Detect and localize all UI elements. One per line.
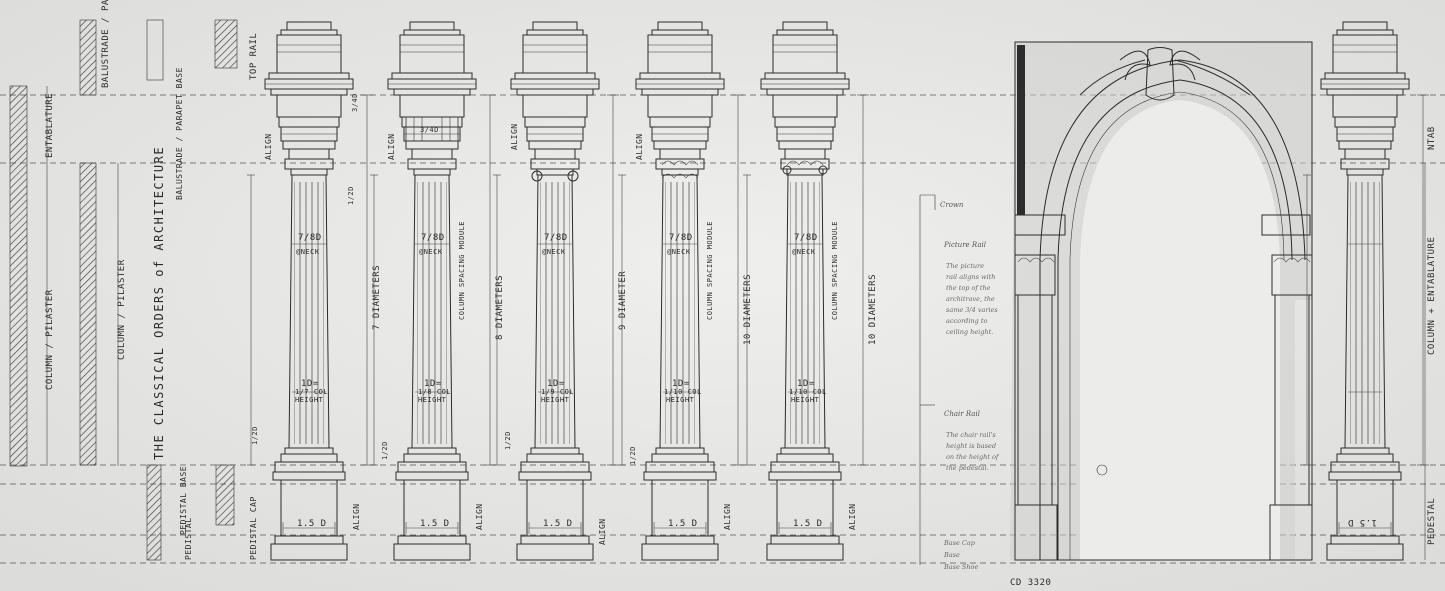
drawing-number: CD 3320 [1010, 578, 1051, 588]
height-word: HEIGHT [295, 396, 324, 404]
height-main: 1D= [424, 379, 442, 389]
height-frac: 1/10 COL [789, 388, 827, 396]
note-picture-rail-title: Picture Rail [943, 241, 986, 249]
three-quarter-label: 3/4D [351, 93, 359, 112]
note-picture-rail-line: according to [946, 317, 987, 325]
note-picture-rail-line: rail aligns with [946, 273, 995, 281]
height-main: 1D= [797, 379, 815, 389]
height-word: HEIGHT [418, 396, 447, 404]
neck-label: 7/8D [794, 233, 818, 243]
align-label: ALIGN [352, 503, 361, 530]
column-doric: 7/8D @NECK 1D= 1/8 COL HEIGHT 8 DIAMETER… [369, 21, 505, 561]
right-legend-pedestal: PEDESTAL [1427, 498, 1437, 545]
sheet-title: THE CLASSICAL ORDERS of ARCHITECTURE [152, 146, 166, 460]
height-main: 1D= [301, 379, 319, 389]
note-base-cap: Base Cap [943, 539, 976, 547]
align-label: ALIGN [475, 503, 484, 530]
half-d-label: 1/2D [347, 186, 355, 205]
align-label: ALIGN [598, 518, 607, 545]
column-right-partial: 1.5 D [1302, 21, 1430, 561]
width-label: 1.5 D [297, 519, 327, 529]
width-label: 1.5 D [543, 519, 573, 529]
legend-pedestal: PEDISTAL [184, 517, 193, 560]
diameters-label: 10 DIAMETERS [868, 274, 878, 345]
width-label: 1.5 D [420, 519, 450, 529]
height-frac: 1/9 COL [541, 388, 574, 396]
spacing-label: COLUMN SPACING MODULE [706, 221, 714, 320]
three-quarter-label: 3/4D [420, 126, 439, 134]
width-label: 1.5 D [668, 519, 698, 529]
note-picture-rail-line: the top of the [946, 284, 991, 292]
note-picture-rail-line: ceiling height. [946, 328, 993, 336]
legend-balustrade-parapet-base: BALUSTRADE / PARAPET BASE [175, 67, 184, 200]
legend-pedestal-cap: PEDISTAL CAP [249, 496, 258, 560]
note-base: Base [943, 551, 960, 559]
neck-label: 7/8D [544, 233, 568, 243]
diameters-label: 10 DIAMETERS [743, 274, 753, 345]
neck-label: 7/8D [669, 233, 693, 243]
note-chair-rail-line: the pedestal. [946, 464, 989, 472]
neck-note: @NECK [667, 248, 691, 256]
legend-column-pilaster-2: COLUMN / PILASTER [117, 259, 127, 360]
half-d-label: 1/2D [381, 441, 389, 460]
align-label: ALIGN [635, 133, 644, 160]
note-chair-rail-line: The chair rail's [946, 431, 996, 439]
note-chair-rail-line: on the height of [946, 453, 1000, 461]
legend-top-rail: TOP RAIL [249, 33, 259, 80]
column-composite: 7/8D @NECK 1D= 1/10 COL HEIGHT 10 DIAMET… [742, 21, 878, 561]
height-word: HEIGHT [541, 396, 570, 404]
column-tuscan: 7/8D @NECK 1D= 1/7 COL HEIGHT 7 DIAMETER… [246, 21, 382, 561]
column-ionic: 7/8D @NECK 1D= 1/9 COL HEIGHT 9 DIAMETER… [492, 21, 628, 561]
neck-note: @NECK [792, 248, 816, 256]
height-frac: 1/7 COL [295, 388, 328, 396]
half-d-label: 1/2D [629, 446, 637, 465]
width-label: 1.5 D [793, 519, 823, 529]
legend-balustrade-parapet: BALUSTRADE / PARAPET [101, 0, 111, 88]
note-chair-rail-title: Chair Rail [944, 410, 980, 418]
align-label: ALIGN [848, 503, 857, 530]
notes-panel: Crown Picture Rail The picture rail alig… [919, 194, 1000, 571]
half-d-label: 1/2D [504, 431, 512, 450]
reference-lines [0, 94, 1445, 564]
diameters-label: 8 DIAMETERS [495, 275, 505, 340]
legend-entablature: ENTABLATURE [45, 93, 55, 158]
note-crown: Crown [940, 201, 964, 209]
spacing-label: COLUMN SPACING MODULE [458, 221, 466, 320]
height-main: 1D= [672, 379, 690, 389]
legend-pedestal-base: PEDISTAL BASE [179, 466, 188, 535]
neck-note: @NECK [542, 248, 566, 256]
left-legend-strips [9, 19, 238, 561]
height-word: HEIGHT [791, 396, 820, 404]
note-picture-rail-line: same 3/4 varies [946, 306, 998, 314]
spacing-label: COLUMN SPACING MODULE [831, 221, 839, 320]
note-picture-rail-line: The picture [946, 262, 984, 270]
legend-column-pilaster-1: COLUMN / PILASTER [45, 289, 55, 390]
align-label: ALIGN [723, 503, 732, 530]
neck-note: @NECK [296, 248, 320, 256]
width-label: 1.5 D [1347, 517, 1377, 527]
right-legend-column-entablature: COLUMN + ENTABLATURE [1427, 237, 1437, 355]
note-chair-rail-line: height is based [946, 442, 996, 450]
align-label: ALIGN [510, 123, 519, 150]
height-frac: 1/10 COL [664, 388, 702, 396]
diameters-label: 9 DIAMETER [618, 271, 628, 330]
neck-label: 7/8D [421, 233, 445, 243]
right-legend-entablature: NTAB [1427, 126, 1437, 150]
neck-note: @NECK [419, 248, 443, 256]
archway [1010, 41, 1313, 561]
height-main: 1D= [547, 379, 565, 389]
height-frac: 1/8 COL [418, 388, 451, 396]
half-d-label: 1/2D [251, 426, 259, 445]
diameters-label: 7 DIAMETERS [372, 265, 382, 330]
align-label: ALIGN [264, 133, 273, 160]
neck-label: 7/8D [298, 233, 322, 243]
note-picture-rail-line: architrave, the [946, 295, 995, 303]
column-corinthian: 7/8D @NECK 1D= 1/10 COL HEIGHT 10 DIAMET… [617, 21, 753, 561]
note-base-shoe: Base Shoe [943, 563, 978, 571]
height-word: HEIGHT [666, 396, 695, 404]
align-label: ALIGN [387, 133, 396, 160]
